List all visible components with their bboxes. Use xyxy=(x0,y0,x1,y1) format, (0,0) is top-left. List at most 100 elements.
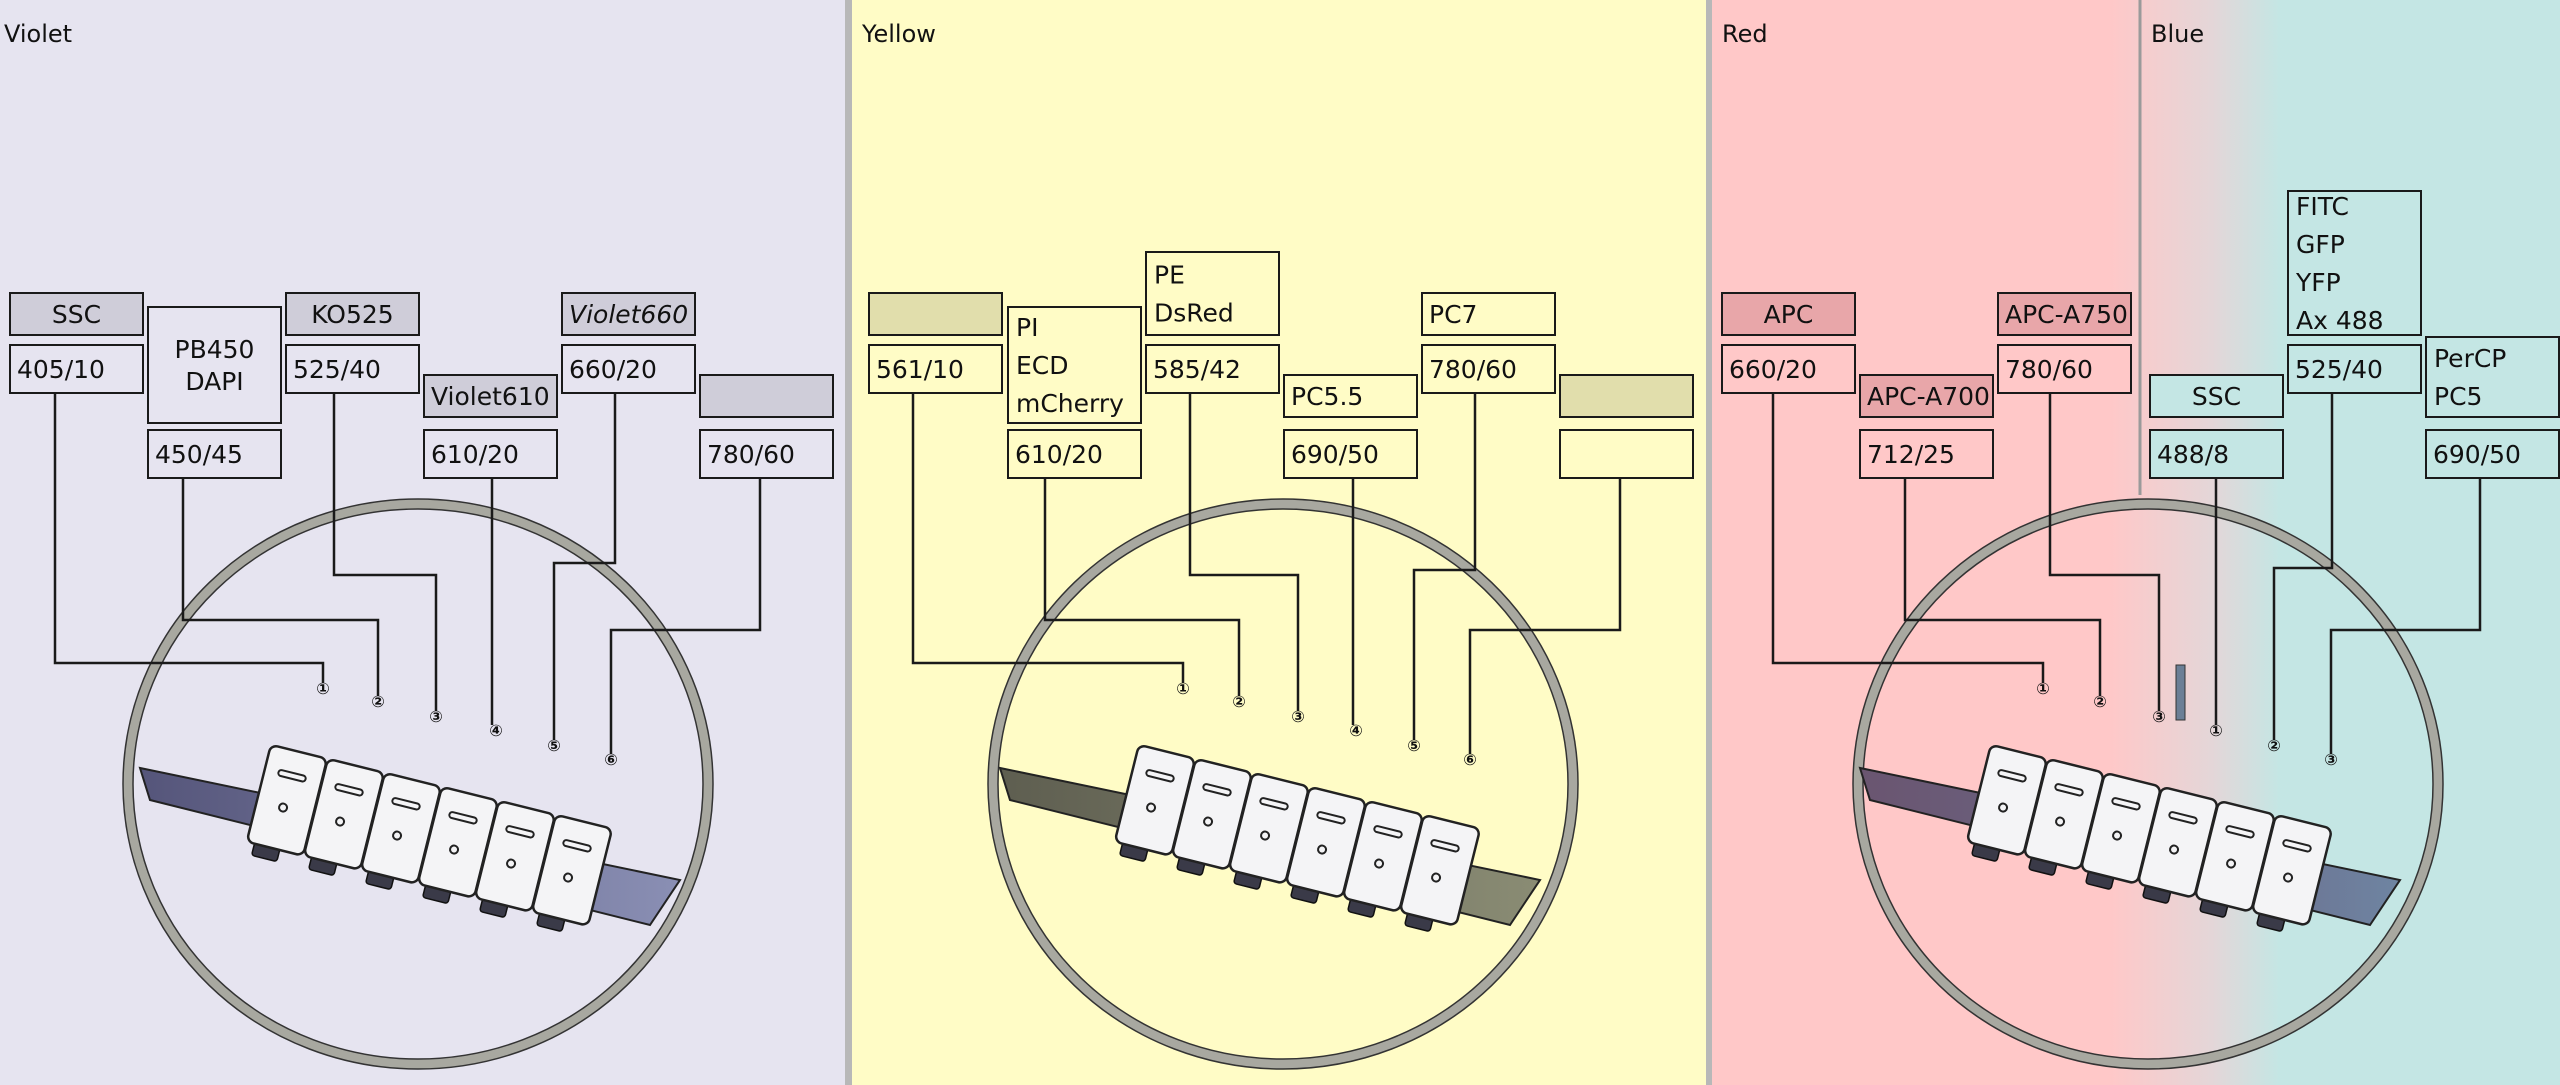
violet-panel-background xyxy=(0,0,850,1085)
detector-port xyxy=(1260,830,1271,841)
filter-box-apc-a750 xyxy=(1997,292,2132,336)
filter-box-450-45 xyxy=(147,429,282,479)
filter-box-fitc xyxy=(2287,190,2422,336)
detector-port xyxy=(2226,858,2237,869)
detector-module xyxy=(1399,814,1480,932)
detector-slot xyxy=(448,811,478,825)
leader-line xyxy=(2272,393,2334,740)
detector-array-circle-inner xyxy=(1862,508,2434,1060)
detector-port xyxy=(563,872,574,883)
detector-array-circle xyxy=(1853,499,2443,1069)
detector-slot xyxy=(1316,811,1346,825)
detector-slot xyxy=(1202,783,1232,797)
leader-line xyxy=(911,393,1185,683)
leader-line xyxy=(552,393,617,740)
leader-line xyxy=(181,478,380,696)
detector-array-circle-inner xyxy=(132,508,704,1060)
detector-slot xyxy=(2225,825,2255,839)
detector-number: ③ xyxy=(2152,707,2166,726)
detector-number: ③ xyxy=(429,707,443,726)
detector-slot xyxy=(391,797,421,811)
detector-number: ① xyxy=(1176,679,1190,698)
detector-slot xyxy=(1997,769,2027,783)
detector-port xyxy=(1146,802,1157,813)
filter-box-pe xyxy=(1145,251,1280,336)
filter-label-ko525: KO525 xyxy=(311,300,393,329)
red-blue-panel-background xyxy=(1710,0,2560,1085)
filter-box-blank xyxy=(1559,374,1694,418)
filter-label-apc-a750: APC-A750 xyxy=(2005,300,2128,329)
filter-label-712-25: 712/25 xyxy=(1867,440,1955,469)
filter-box-525-40 xyxy=(285,344,420,394)
detector-module xyxy=(303,758,384,876)
filter-box-pi xyxy=(1007,306,1142,424)
detector-slot xyxy=(277,769,307,783)
detector-array-circle xyxy=(123,499,713,1069)
filter-box-405-10 xyxy=(9,344,144,394)
detector-number: ② xyxy=(2267,736,2281,755)
detector-body xyxy=(1399,814,1480,926)
filter-label-610-20: 610/20 xyxy=(431,440,519,469)
detector-port xyxy=(2055,816,2066,827)
detector-slot xyxy=(1145,769,1175,783)
filter-label-450-45: 450/45 xyxy=(155,440,243,469)
detector-port xyxy=(335,816,346,827)
detector-module xyxy=(2080,772,2161,890)
detector-body xyxy=(531,814,612,926)
filter-box-violet610 xyxy=(423,374,558,418)
detector-module xyxy=(2251,814,2332,932)
detector-array-circle xyxy=(988,499,1578,1069)
panel-title-yellow: Yellow xyxy=(861,20,936,48)
detector-number: ① xyxy=(316,679,330,698)
filter-box-488-8 xyxy=(2149,429,2284,479)
detector-port xyxy=(1998,802,2009,813)
filter-label-780-60: 780/60 xyxy=(1429,355,1517,384)
filter-box-ssc xyxy=(2149,374,2284,418)
filter-box-660-20 xyxy=(561,344,696,394)
filter-box-780-60 xyxy=(1421,344,1556,394)
filter-label-pc7: PC7 xyxy=(1429,300,1477,329)
filter-label-690-50: 690/50 xyxy=(1291,440,1379,469)
filter-label-dsred: DsRed xyxy=(1154,299,1234,328)
leader-line xyxy=(2329,478,2482,754)
detector-number: ② xyxy=(371,692,385,711)
filter-box-apc-a700 xyxy=(1859,374,1994,418)
detector-module xyxy=(474,800,555,918)
detector-number: ⑥ xyxy=(1463,750,1477,769)
panel-divider xyxy=(1706,0,1712,1085)
filter-label-pc5-5: PC5.5 xyxy=(1291,382,1363,411)
filter-box-690-50 xyxy=(1283,429,1418,479)
detector-module xyxy=(531,814,612,932)
filter-box-690-50 xyxy=(2425,429,2560,479)
detector-port xyxy=(449,844,460,855)
filter-label-525-40: 525/40 xyxy=(293,355,381,384)
filter-box-610-20 xyxy=(423,429,558,479)
filter-box-712-25 xyxy=(1859,429,1994,479)
detector-port xyxy=(278,802,289,813)
filter-box-ko525 xyxy=(285,292,420,336)
detector-port xyxy=(1203,816,1214,827)
detector-number: ⑤ xyxy=(1407,736,1421,755)
detector-module xyxy=(1966,744,2047,862)
filter-box-780-60 xyxy=(1997,344,2132,394)
detector-module xyxy=(360,772,441,890)
leader-line xyxy=(1771,393,2045,683)
filter-label-405-10: 405/10 xyxy=(17,355,105,384)
leader-line xyxy=(1468,478,1622,754)
leader-line xyxy=(1903,478,2102,696)
filter-box-780-60 xyxy=(699,429,834,479)
detector-module xyxy=(1285,786,1366,904)
filter-box-violet660 xyxy=(561,292,696,336)
detector-body xyxy=(2251,814,2332,926)
detector-number: ⑤ xyxy=(547,736,561,755)
leader-line xyxy=(609,478,762,754)
detector-port xyxy=(2169,844,2180,855)
filter-label-yfp: YFP xyxy=(2295,268,2341,297)
filter-box-pc7 xyxy=(1421,292,1556,336)
filter-label-fitc: FITC xyxy=(2296,192,2349,221)
detector-array-circle-outer xyxy=(987,498,1579,1070)
filter-label-pi: PI xyxy=(1016,313,1038,342)
filter-box-610-20 xyxy=(1007,429,1142,479)
filter-box-apc xyxy=(1721,292,1856,336)
